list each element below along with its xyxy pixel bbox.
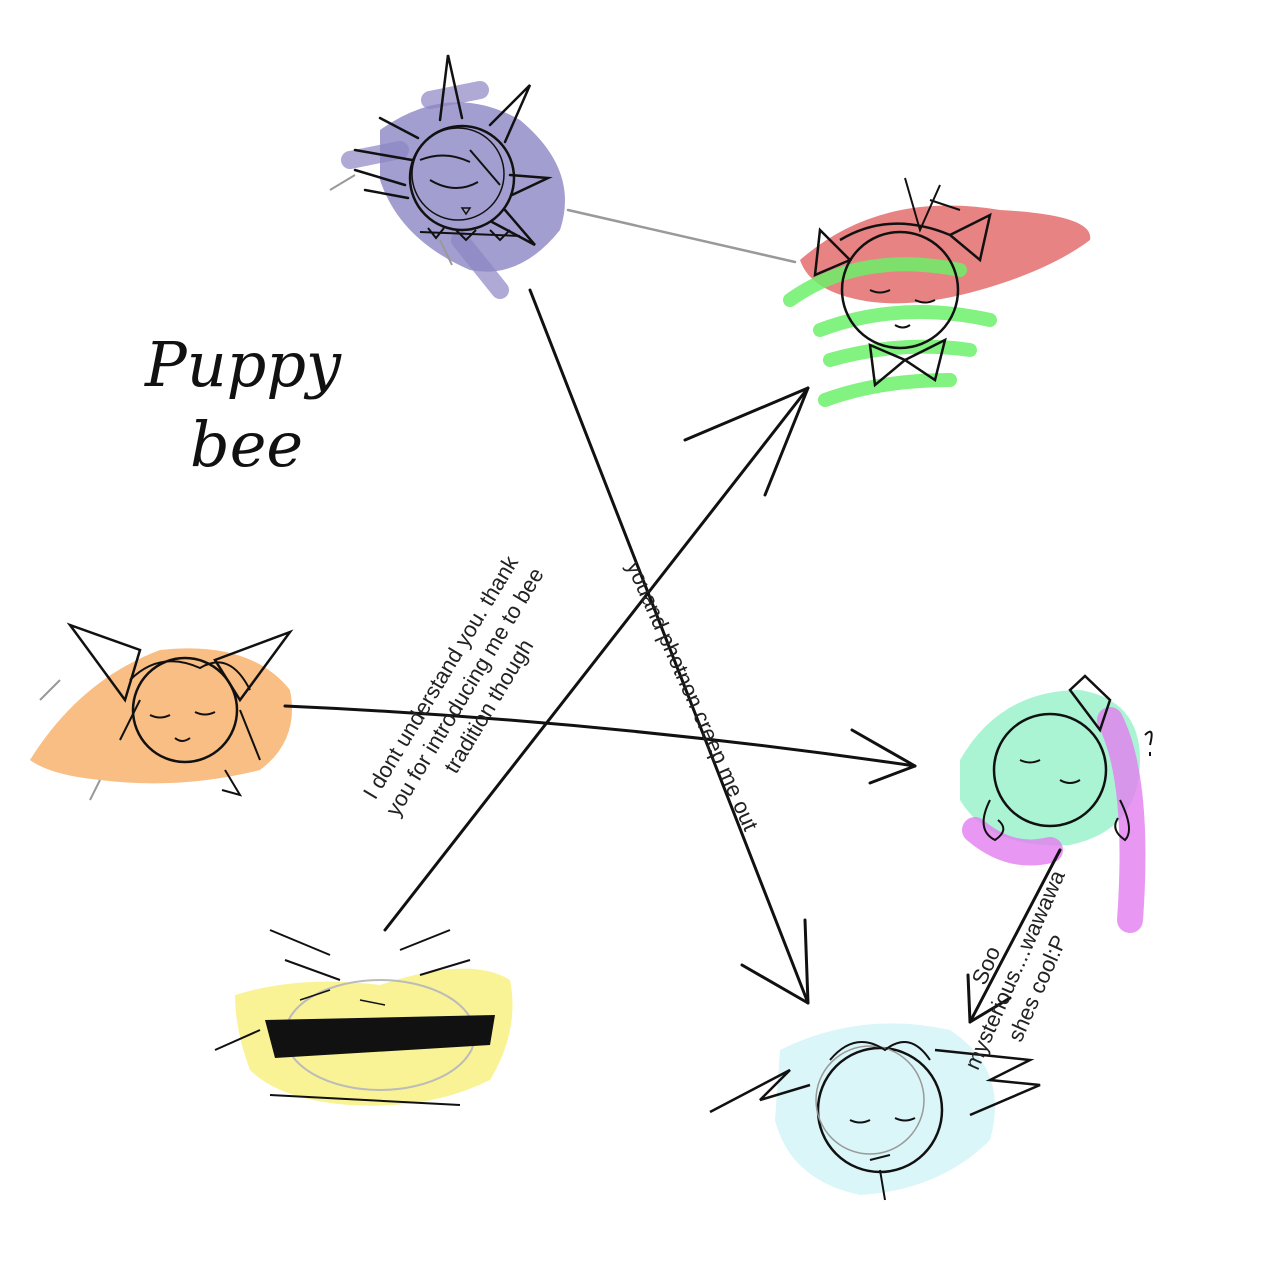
connector-spiky-to-bow: [566, 208, 797, 264]
title-line-2: bee: [190, 408, 304, 481]
winged-character: [709, 1023, 1041, 1201]
arrow-curly-to-winged: [966, 848, 1062, 1024]
title-line-1: Puppy: [145, 328, 342, 401]
cat-ear-character: [30, 622, 294, 801]
pink-curly-character: [960, 674, 1153, 933]
arrow-spiky-to-winged: [528, 288, 810, 1005]
title: Puppy bee: [145, 325, 345, 485]
bow-character: [783, 177, 1091, 407]
arrow-cat-to-curly: [283, 704, 917, 785]
bee-character: [214, 929, 513, 1106]
spiky-character: [329, 54, 565, 299]
arrow-bee-to-bow: [383, 386, 810, 932]
